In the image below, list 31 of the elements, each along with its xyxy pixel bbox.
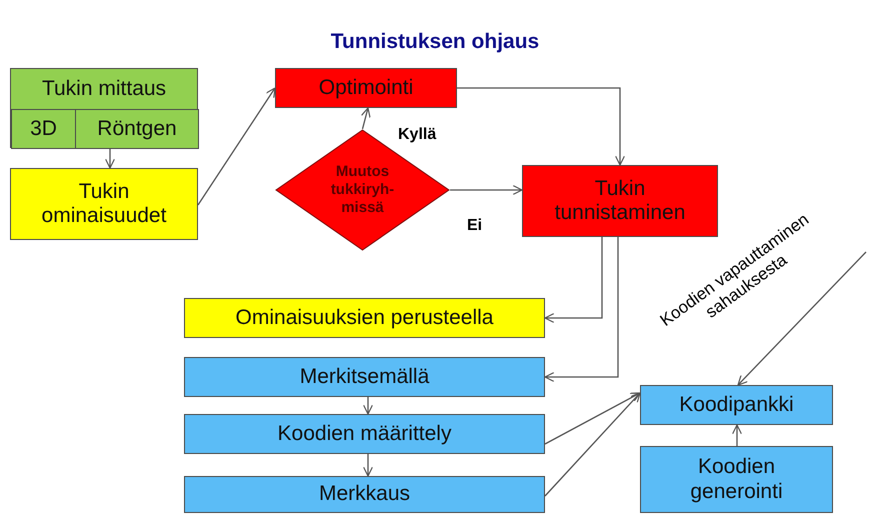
process-box: Tukin tunnistaminen bbox=[522, 165, 718, 237]
arrow bbox=[362, 454, 374, 477]
arrow bbox=[197, 87, 276, 206]
process-box: Koodien generointi bbox=[640, 446, 833, 513]
table-cell: 3D bbox=[11, 109, 76, 149]
arrow bbox=[360, 107, 371, 130]
arrow bbox=[362, 397, 374, 415]
node-label: Muutos tukkiryh- missä bbox=[330, 163, 396, 217]
arrow bbox=[737, 252, 866, 386]
process-box: Koodipankki bbox=[640, 385, 833, 425]
arrow bbox=[450, 184, 523, 196]
diagram-title: Tunnistuksen ohjaus bbox=[330, 30, 540, 54]
edge-label: Ei bbox=[467, 217, 482, 235]
process-box: Optimointi bbox=[275, 68, 457, 108]
process-box bbox=[10, 68, 198, 148]
table-cell: Röntgen bbox=[75, 109, 199, 149]
decision-diamond bbox=[275, 129, 450, 251]
process-box: Ominaisuuksien perusteella bbox=[184, 298, 545, 338]
arrow bbox=[732, 424, 742, 446]
arrow bbox=[544, 392, 641, 496]
process-box: Koodien määrittely bbox=[184, 414, 545, 454]
arrow bbox=[544, 237, 619, 382]
arrow bbox=[457, 87, 626, 166]
process-box: Merkkaus bbox=[184, 476, 545, 513]
arrow bbox=[544, 392, 641, 445]
process-box: Tukin ominaisuudet bbox=[10, 168, 198, 240]
arrow bbox=[104, 148, 116, 169]
arrow bbox=[544, 237, 603, 324]
node-label: Tukin mittaus bbox=[42, 76, 166, 102]
edge-label: Kyllä bbox=[398, 126, 436, 144]
process-box: Merkitsemällä bbox=[184, 357, 545, 397]
